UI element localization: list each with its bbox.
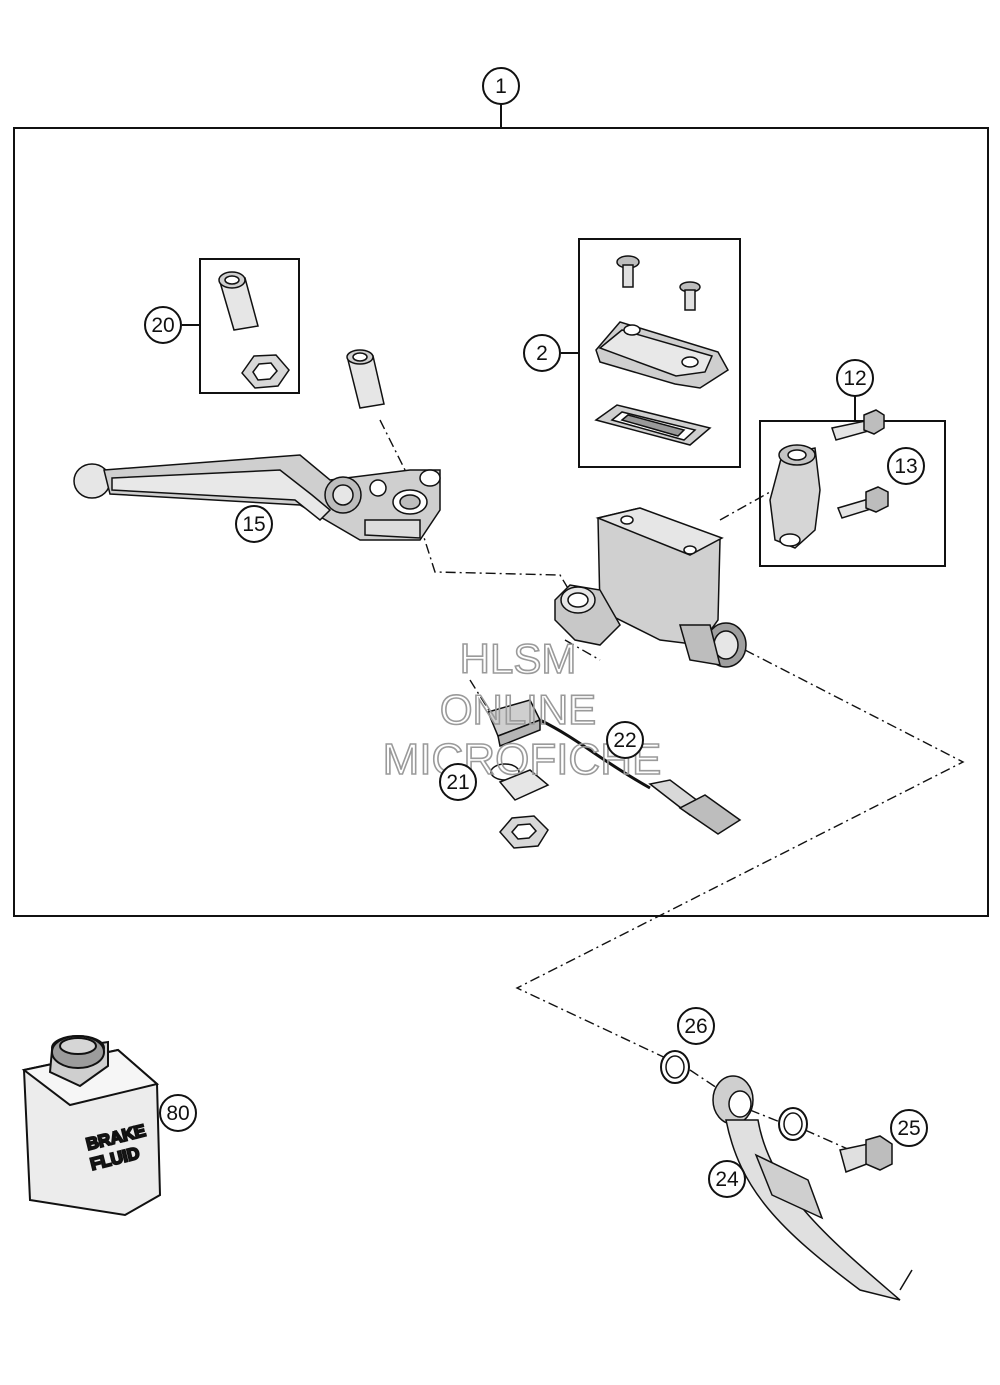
part-20-sleeve-and-nut [218, 271, 290, 389]
callout-24[interactable]: 24 [708, 1160, 746, 1198]
callout-26-label: 26 [684, 1015, 707, 1038]
callout-2-label: 2 [536, 342, 548, 365]
callout-12[interactable]: 12 [836, 359, 874, 397]
callout-12-label: 12 [843, 367, 866, 390]
watermark: HLSM ONLINE MICROFICHE [382, 634, 662, 785]
callout-15-label: 15 [242, 513, 265, 536]
callout-13-label: 13 [894, 455, 917, 478]
callout-21[interactable]: 21 [439, 763, 477, 801]
master-cylinder-body [554, 507, 747, 668]
part-2-reservoir-cover-kit [594, 255, 729, 446]
callout-80[interactable]: 80 [159, 1094, 197, 1132]
callout-21-label: 21 [446, 771, 469, 794]
callout-25-label: 25 [897, 1117, 920, 1140]
part-21-22-brake-switch [486, 699, 742, 849]
part-15-brake-lever [73, 349, 441, 541]
callout-20[interactable]: 20 [144, 306, 182, 344]
callout-22[interactable]: 22 [606, 721, 644, 759]
callout-1[interactable]: 1 [482, 67, 520, 105]
callout-26[interactable]: 26 [677, 1007, 715, 1045]
callout-2[interactable]: 2 [523, 334, 561, 372]
callout-80-label: 80 [166, 1102, 189, 1125]
callout-15[interactable]: 15 [235, 505, 273, 543]
watermark-line1: HLSM [460, 635, 577, 682]
callout-24-label: 24 [715, 1168, 739, 1191]
part-24-26-hose-assembly [660, 1050, 913, 1301]
watermark-line2: ONLINE [440, 686, 596, 733]
part-12-clamp-and-bolts [769, 409, 889, 549]
callout-20-label: 20 [151, 314, 174, 337]
callout-22-label: 22 [613, 729, 636, 752]
part-80-brake-fluid-can: BRAKE FLUID [21, 1035, 162, 1217]
kit-box-12 [759, 420, 946, 567]
callout-25[interactable]: 25 [890, 1109, 928, 1147]
callout-13[interactable]: 13 [887, 447, 925, 485]
assembly-frame [13, 127, 989, 917]
callout-1-label: 1 [495, 75, 507, 98]
